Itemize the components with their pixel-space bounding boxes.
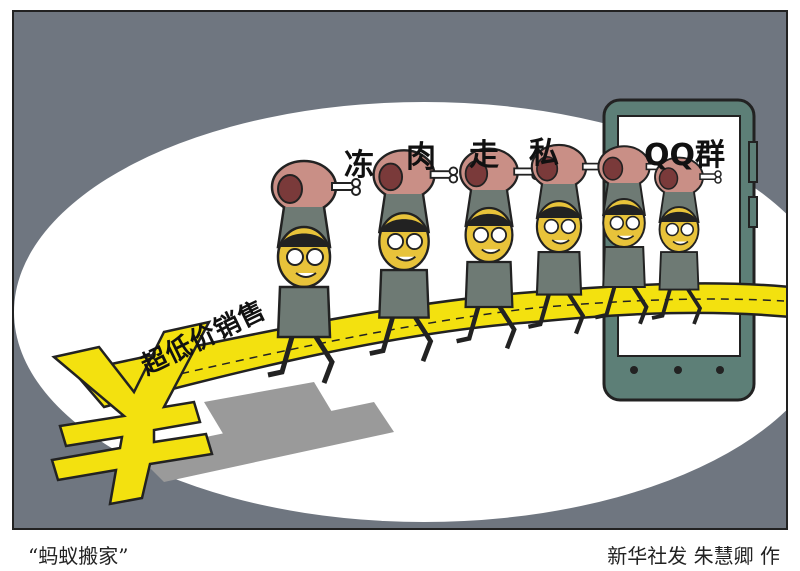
title-char-3: 走 — [469, 138, 499, 173]
yuan-sign-icon — [50, 320, 214, 506]
meat-carrier-figure — [594, 145, 670, 325]
yuan-shadow — [134, 382, 394, 482]
meat-carrier-figure — [369, 149, 459, 363]
cartoon-scene — [14, 98, 786, 522]
meat-carrier-figure — [267, 159, 361, 384]
qq-group-label: QQ群 — [644, 138, 726, 173]
title-char-2: 肉 — [406, 140, 436, 175]
figures-group — [267, 143, 722, 384]
cartoon-panel: 冻 肉 走 私 QQ群 超低价销售 — [12, 10, 788, 530]
road-centerline — [153, 298, 785, 381]
title-char-4: 私 — [529, 136, 559, 171]
meat-carrier-figure — [456, 147, 541, 350]
cartoon-credit: 新华社发 朱慧卿 作 — [607, 544, 780, 568]
meat-carrier-figure — [651, 156, 722, 325]
title-char-1: 冻 — [344, 148, 374, 183]
cartoon-caption: “蚂蚁搬家” — [28, 544, 129, 568]
